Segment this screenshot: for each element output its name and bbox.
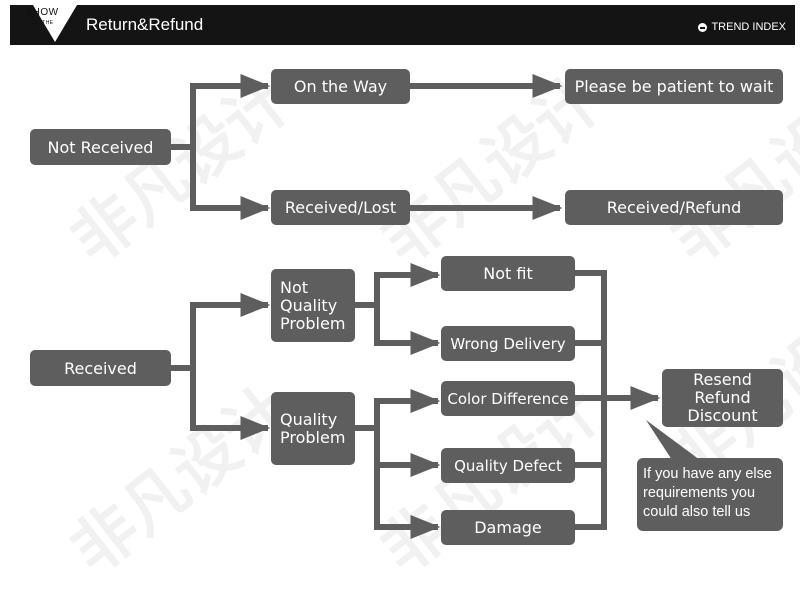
node-outcome: Resend Refund Discount [662,369,783,427]
node-quality-defect: Quality Defect [441,448,575,483]
node-quality-problem: Quality Problem [271,392,355,465]
logo-subtext: CLOTHE [30,20,54,26]
brand-text: TREND INDEX [711,21,786,33]
brand-icon [698,22,708,32]
page-title: Return&Refund [86,15,204,34]
node-on-the-way: On the Way [271,69,410,104]
node-color-difference: Color Difference [441,381,575,416]
node-received: Received [30,350,171,386]
node-not-received: Not Received [30,129,171,165]
node-wrong-delivery: Wrong Delivery [441,326,575,361]
header-bar [10,5,795,45]
node-not-fit: Not fit [441,256,575,291]
node-not-quality-problem: Not Quality Problem [271,269,355,342]
node-damage: Damage [441,510,575,545]
node-be-patient: Please be patient to wait [565,69,783,104]
logo-icon [30,0,80,42]
brand-label: TREND INDEX [698,21,786,33]
logo-text: SHOW [25,7,59,18]
note-callout: If you have any else requirements you co… [637,458,783,531]
node-received-lost: Received/Lost [271,190,410,225]
node-received-refund: Received/Refund [565,190,783,225]
